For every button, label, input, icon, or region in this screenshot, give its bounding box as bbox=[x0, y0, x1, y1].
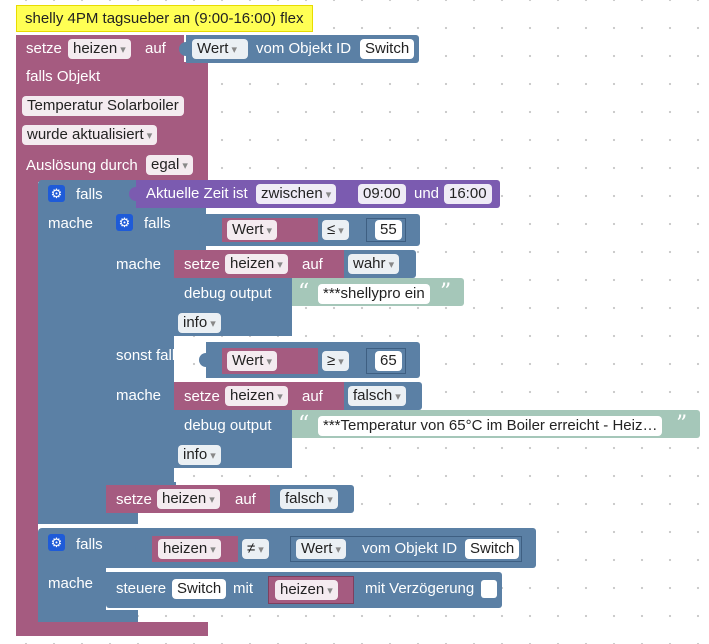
falls-label: falls bbox=[76, 186, 103, 203]
setze-label: setze bbox=[116, 491, 152, 508]
setze-label: setze bbox=[26, 40, 62, 57]
variable-dropdown[interactable]: heizen bbox=[275, 580, 338, 600]
setze-label: setze bbox=[184, 256, 220, 273]
trigger-object-field[interactable]: Temperatur Solarboiler bbox=[22, 96, 184, 116]
time-to-field[interactable]: 16:00 bbox=[444, 184, 492, 204]
falls-label: falls bbox=[144, 215, 171, 232]
open-quote-icon: “ bbox=[298, 280, 310, 305]
delay-label: mit Verzögerung bbox=[365, 580, 475, 597]
mache-label: mache bbox=[48, 215, 94, 232]
bool-dropdown[interactable]: falsch bbox=[348, 386, 406, 406]
string-field[interactable]: ***Temperatur von 65°C im Boiler erreich… bbox=[318, 416, 663, 436]
mache-label: mache bbox=[116, 256, 162, 273]
if-value-block-spine bbox=[106, 250, 174, 486]
trigger-event-dropdown[interactable]: wurde aktualisiert bbox=[22, 125, 158, 145]
object-id-field[interactable]: Switch bbox=[360, 39, 415, 59]
object-id-field[interactable]: Switch bbox=[465, 539, 520, 559]
auf-label: auf bbox=[302, 256, 323, 273]
compare-connector bbox=[199, 223, 206, 237]
number-field[interactable]: 55 bbox=[375, 220, 402, 240]
gear-icon[interactable]: ⚙ bbox=[48, 534, 65, 551]
bool-dropdown[interactable]: wahr bbox=[348, 254, 400, 274]
if-not-equal-block-spine bbox=[38, 566, 106, 616]
value-dropdown[interactable]: Wert bbox=[296, 539, 346, 559]
trigger-block-bottom bbox=[16, 622, 208, 636]
gear-icon[interactable]: ⚙ bbox=[48, 185, 65, 202]
debug-label: debug output bbox=[184, 417, 272, 434]
time-label: Aktuelle Zeit ist bbox=[146, 185, 248, 202]
time-from-field[interactable]: 09:00 bbox=[358, 184, 406, 204]
log-level-dropdown[interactable]: info bbox=[178, 313, 221, 333]
control-object-field[interactable]: Switch bbox=[172, 579, 227, 599]
compare-operator-dropdown[interactable]: ≠ bbox=[242, 539, 269, 559]
ausloesung-label: Auslösung durch bbox=[26, 157, 138, 174]
und-label: und bbox=[414, 185, 440, 202]
mit-label: mit bbox=[233, 580, 253, 597]
gear-icon[interactable]: ⚙ bbox=[116, 214, 133, 231]
log-level-dropdown[interactable]: info bbox=[178, 445, 221, 465]
compare-connector bbox=[199, 353, 206, 367]
variable-dropdown[interactable]: heizen bbox=[225, 386, 288, 406]
variable-dropdown[interactable]: heizen bbox=[68, 39, 131, 59]
string-field[interactable]: ***shellypro ein bbox=[318, 284, 430, 304]
number-field[interactable]: 65 bbox=[375, 351, 402, 371]
trigger-block-spine bbox=[16, 180, 38, 630]
value-connector bbox=[179, 42, 186, 56]
vom-objekt-label: vom Objekt ID bbox=[256, 40, 352, 57]
bool-dropdown[interactable]: falsch bbox=[280, 489, 338, 509]
if-time-block-spine bbox=[38, 208, 106, 516]
vom-objekt-label: vom Objekt ID bbox=[362, 540, 458, 557]
debug-label: debug output bbox=[184, 285, 272, 302]
time-operator-dropdown[interactable]: zwischen bbox=[256, 184, 337, 204]
mache-label: mache bbox=[116, 387, 162, 404]
steuere-label: steuere bbox=[116, 580, 167, 597]
auf-label: auf bbox=[302, 388, 323, 405]
open-quote-icon: “ bbox=[298, 412, 310, 437]
time-connector bbox=[129, 187, 136, 201]
falls-label: falls bbox=[76, 536, 103, 553]
variable-dropdown[interactable]: heizen bbox=[158, 539, 221, 559]
if-not-equal-block-bottom bbox=[38, 610, 138, 622]
falls-objekt-label: falls Objekt bbox=[26, 68, 101, 85]
compare-connector bbox=[135, 541, 142, 555]
compare-operator-dropdown[interactable]: ≥ bbox=[322, 351, 349, 371]
variable-dropdown[interactable]: heizen bbox=[157, 489, 220, 509]
sonst-falls-label: sonst falls bbox=[116, 347, 183, 364]
close-quote-icon: ” bbox=[676, 412, 688, 437]
local-value-dropdown[interactable]: Wert bbox=[227, 351, 277, 371]
auf-label: auf bbox=[145, 40, 166, 57]
compare-operator-dropdown[interactable]: ≤ bbox=[322, 220, 349, 240]
block-comment[interactable]: shelly 4PM tagsueber an (9:00-16:00) fle… bbox=[16, 5, 313, 32]
setze-label: setze bbox=[184, 388, 220, 405]
close-quote-icon: ” bbox=[440, 280, 452, 305]
delay-checkbox[interactable] bbox=[481, 580, 497, 598]
mache-label: mache bbox=[48, 575, 94, 592]
variable-dropdown[interactable]: heizen bbox=[225, 254, 288, 274]
local-value-dropdown[interactable]: Wert bbox=[227, 220, 277, 240]
value-dropdown[interactable]: Wert bbox=[192, 39, 248, 59]
ausloesung-dropdown[interactable]: egal bbox=[146, 155, 193, 175]
auf-label: auf bbox=[235, 491, 256, 508]
if-time-block-bottom bbox=[38, 512, 138, 524]
